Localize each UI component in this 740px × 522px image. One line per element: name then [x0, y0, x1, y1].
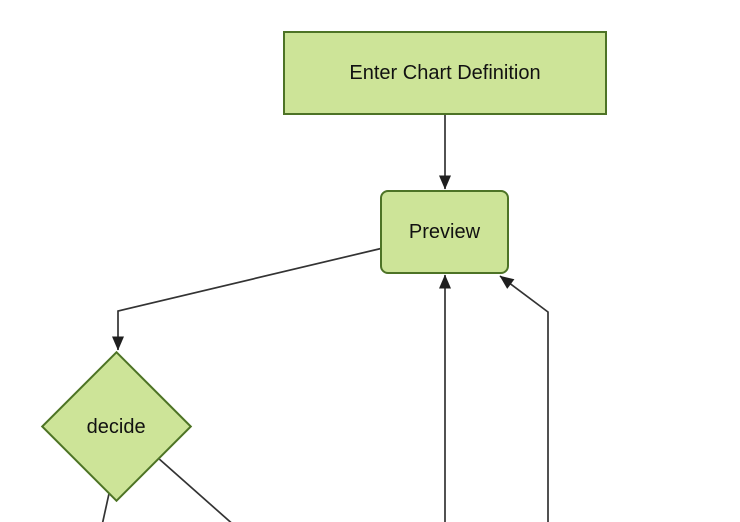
- node-preview: Preview: [380, 190, 509, 274]
- node-preview-label: Preview: [408, 221, 481, 243]
- node-enter-chart-definition: Enter Chart Definition: [283, 31, 607, 115]
- node-enter-chart-definition-label: Enter Chart Definition: [349, 62, 541, 84]
- edge-offscreen-to-preview-bottom-right: [499, 275, 549, 522]
- edge-preview-to-decide: [112, 247, 382, 351]
- node-decide-label: decide: [87, 415, 146, 438]
